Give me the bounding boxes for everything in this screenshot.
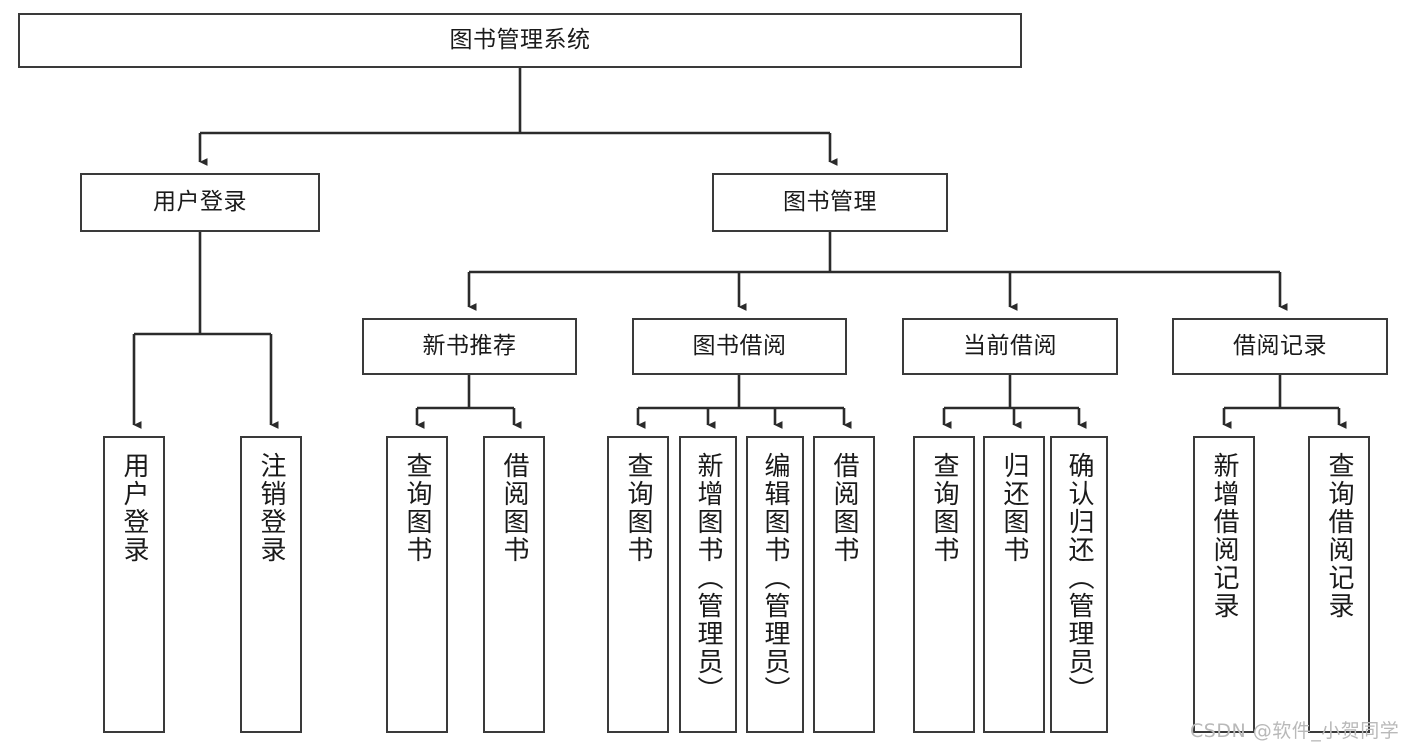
node-leaf-borrow-book-recommend[interactable]: 借阅图书 (483, 436, 545, 733)
node-root-label: 图书管理系统 (449, 26, 591, 53)
node-leaf-query-borrow-record[interactable]: 查询借阅记录 (1308, 436, 1370, 733)
node-leaf-add-borrow-record[interactable]: 新增借阅记录 (1193, 436, 1255, 733)
node-root[interactable]: 图书管理系统 (18, 13, 1022, 68)
node-leaf-user-login-label: 用户登录 (119, 452, 150, 564)
node-book-borrow[interactable]: 图书借阅 (632, 318, 847, 375)
node-user-login[interactable]: 用户登录 (80, 173, 320, 232)
node-leaf-confirm-return[interactable]: 确认归还（管理员） (1050, 436, 1108, 733)
node-leaf-query-book-borrow-label: 查询图书 (623, 452, 654, 564)
node-book-management-label: 图书管理 (783, 188, 877, 215)
node-leaf-borrow-book[interactable]: 借阅图书 (813, 436, 875, 733)
node-leaf-query-book-current-label: 查询图书 (929, 452, 960, 564)
node-book-borrow-label: 图书借阅 (692, 332, 787, 359)
node-current-borrow-label: 当前借阅 (963, 332, 1057, 359)
node-leaf-confirm-return-label: 确认归还（管理员） (1064, 452, 1095, 704)
node-new-book-recommend-label: 新书推荐 (422, 332, 517, 359)
node-leaf-query-borrow-record-label: 查询借阅记录 (1324, 452, 1355, 620)
node-leaf-query-book-current[interactable]: 查询图书 (913, 436, 975, 733)
node-leaf-query-book-recommend-label: 查询图书 (402, 452, 433, 564)
node-leaf-add-borrow-record-label: 新增借阅记录 (1209, 452, 1240, 620)
node-borrow-record-label: 借阅记录 (1233, 332, 1327, 359)
node-user-login-label: 用户登录 (153, 188, 247, 215)
node-leaf-edit-book[interactable]: 编辑图书（管理员） (746, 436, 804, 733)
node-leaf-return-book-label: 归还图书 (999, 452, 1030, 564)
node-leaf-return-book[interactable]: 归还图书 (983, 436, 1045, 733)
node-leaf-query-book-recommend[interactable]: 查询图书 (386, 436, 448, 733)
node-new-book-recommend[interactable]: 新书推荐 (362, 318, 577, 375)
node-leaf-borrow-book-label: 借阅图书 (829, 452, 860, 564)
node-current-borrow[interactable]: 当前借阅 (902, 318, 1118, 375)
node-leaf-edit-book-label: 编辑图书（管理员） (760, 452, 791, 704)
node-leaf-add-book-label: 新增图书（管理员） (693, 452, 724, 704)
csdn-watermark: CSDN @软件_小贺同学 (1190, 720, 1400, 742)
node-leaf-logout[interactable]: 注销登录 (240, 436, 302, 733)
node-book-management[interactable]: 图书管理 (712, 173, 948, 232)
node-leaf-add-book[interactable]: 新增图书（管理员） (679, 436, 737, 733)
node-leaf-borrow-book-recommend-label: 借阅图书 (499, 452, 530, 564)
node-leaf-query-book-borrow[interactable]: 查询图书 (607, 436, 669, 733)
node-leaf-user-login[interactable]: 用户登录 (103, 436, 165, 733)
node-leaf-logout-label: 注销登录 (256, 452, 287, 564)
node-borrow-record[interactable]: 借阅记录 (1172, 318, 1388, 375)
